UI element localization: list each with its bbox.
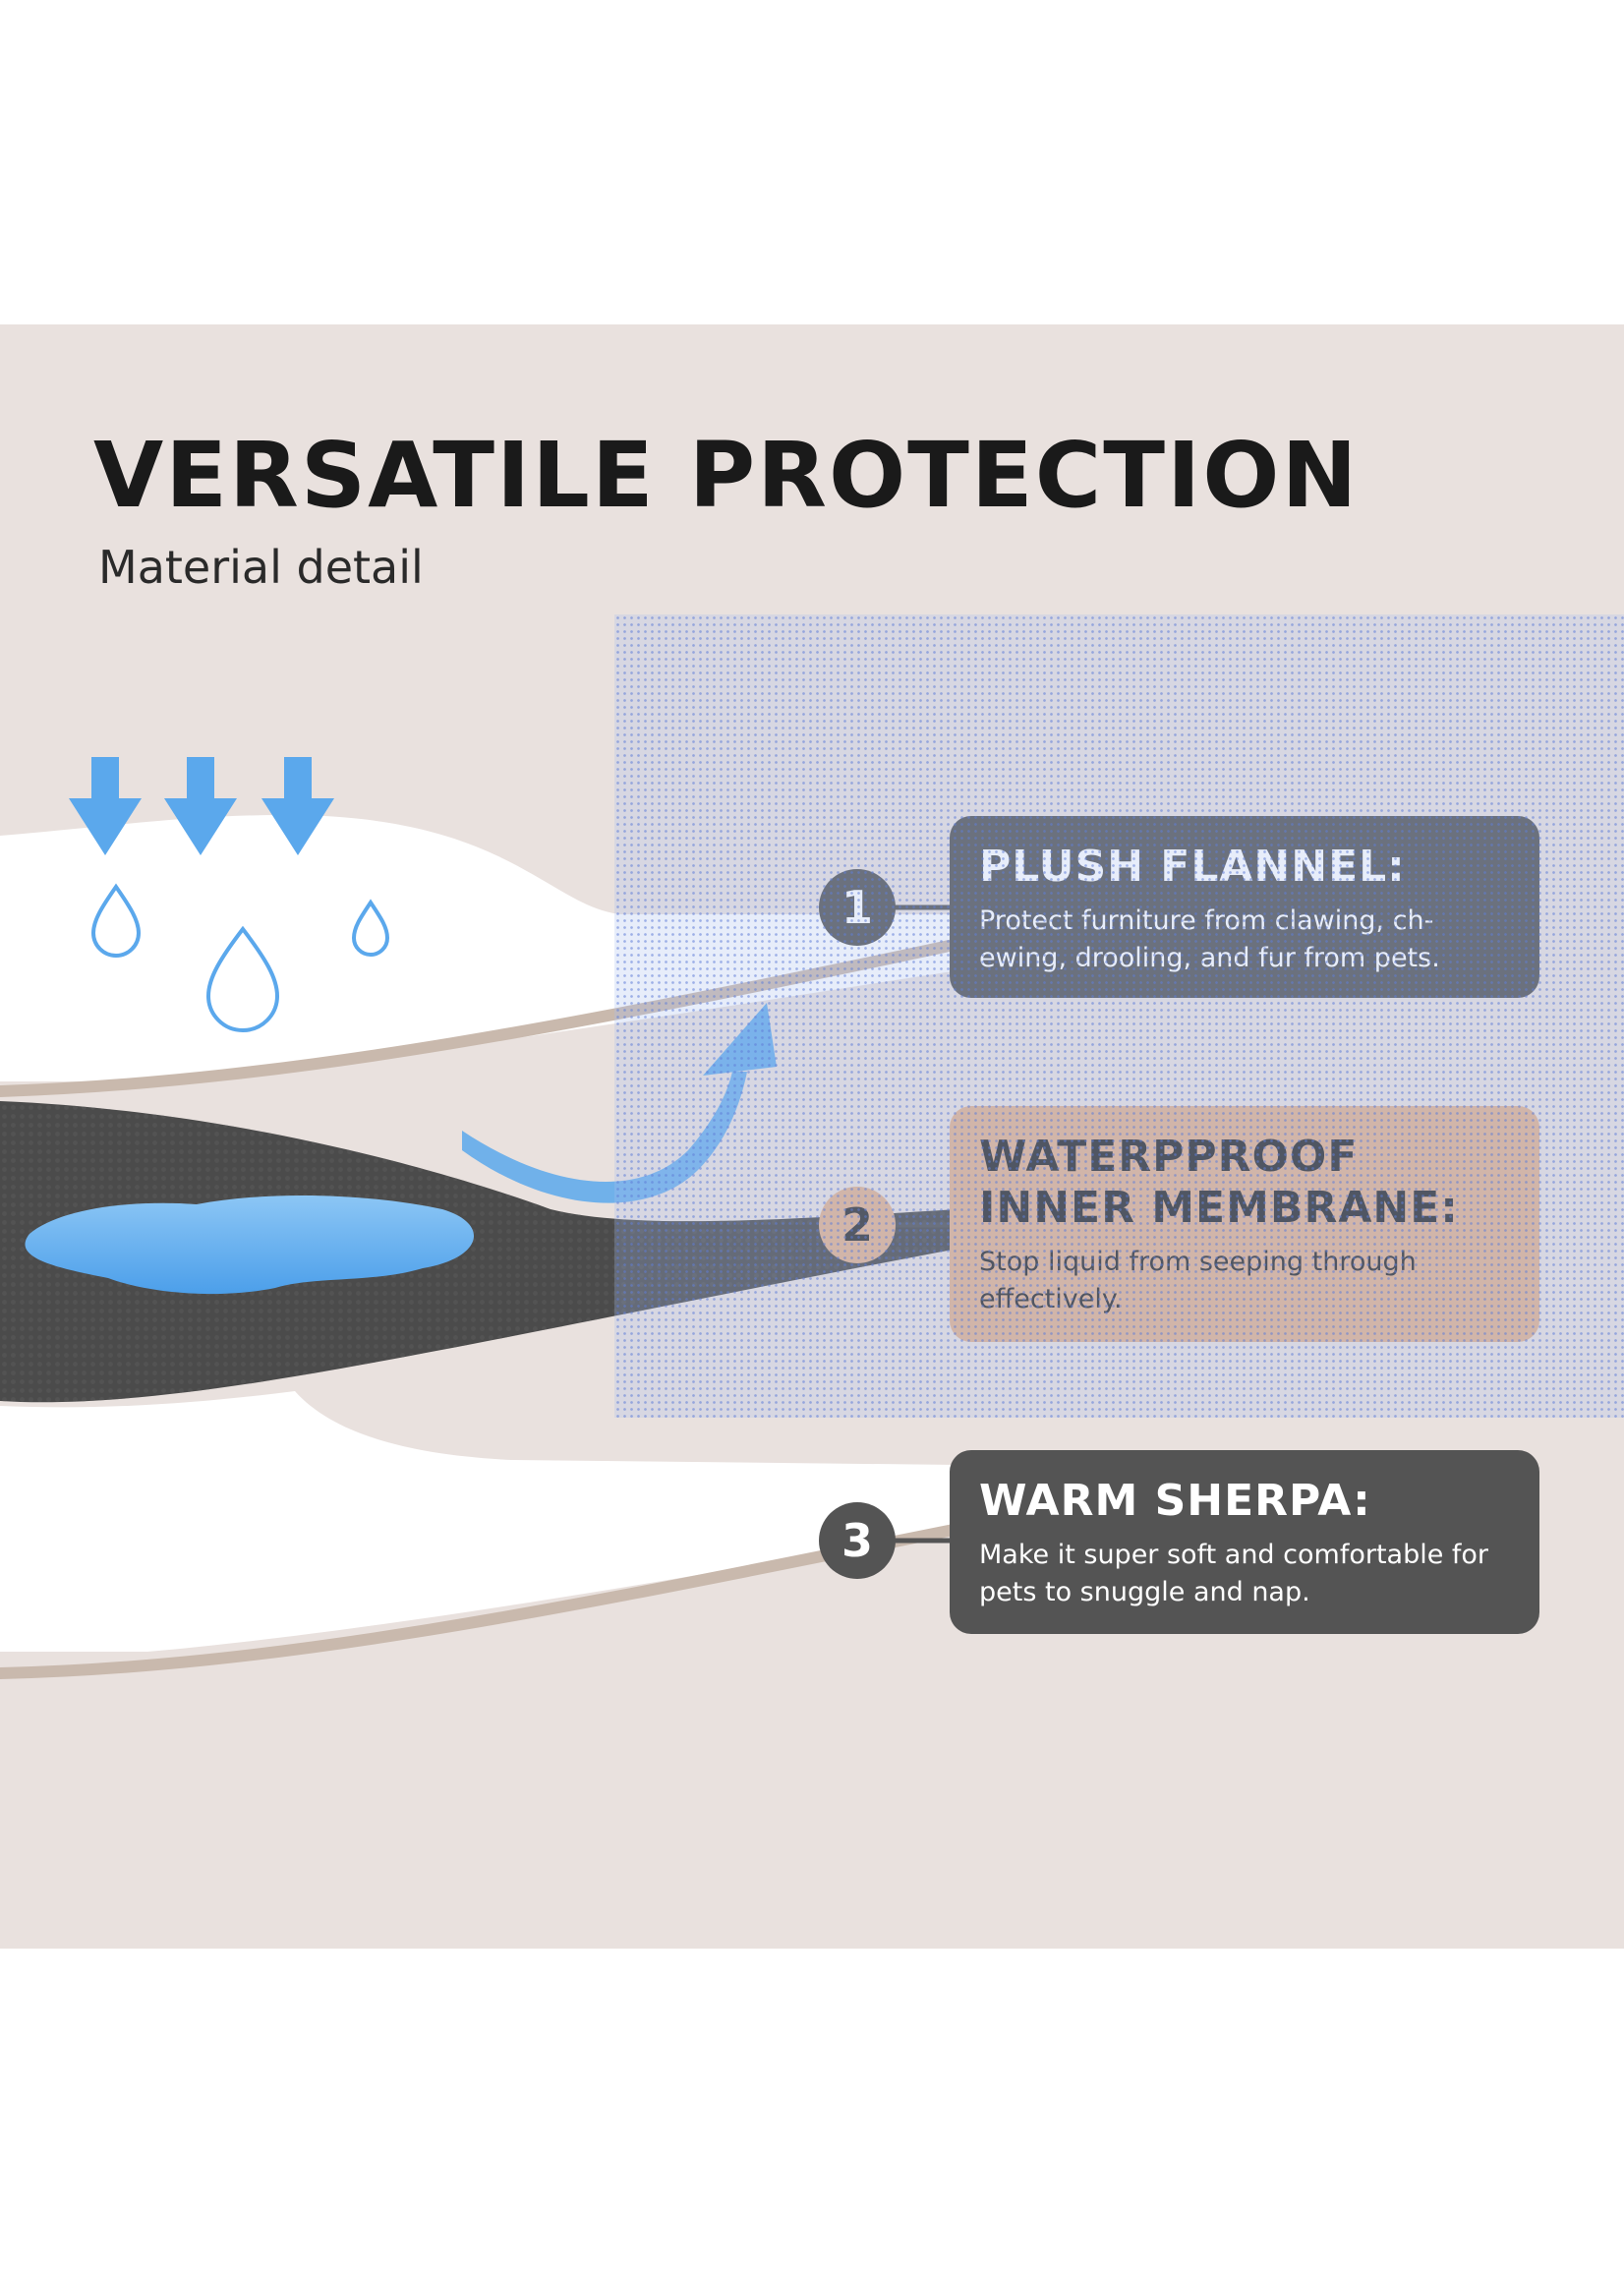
flannel-layer — [0, 815, 1003, 1081]
callout-title: WATERPPROOF INNER MEMBRANE: — [979, 1132, 1459, 1233]
page-title: VERSATILE PROTECTION — [93, 423, 1360, 528]
callout-description: Protect furniture from clawing, ch-ewing… — [979, 905, 1440, 973]
callout-description: Make it super soft and comfortable for p… — [979, 1540, 1489, 1607]
layer-number-badge: 2 — [819, 1187, 896, 1263]
curved-arrow-icon — [462, 1072, 747, 1203]
callout-plush-flannel: PLUSH FLANNEL: Protect furniture from cl… — [950, 816, 1539, 998]
water-puddle — [25, 1195, 475, 1295]
callout-waterproof-membrane: WATERPPROOF INNER MEMBRANE: Stop liquid … — [950, 1106, 1539, 1342]
water-drop-icon — [351, 899, 390, 957]
callout-warm-sherpa: WARM SHERPA: Make it super soft and comf… — [950, 1450, 1539, 1634]
water-drop-icon — [205, 925, 280, 1032]
sherpa-layer — [0, 1391, 958, 1652]
layer-number-badge: 3 — [819, 1502, 896, 1579]
water-drop-icon — [90, 883, 142, 958]
arrow-down-icon — [261, 757, 334, 855]
sherpa-seam — [0, 1523, 964, 1679]
page-subtitle: Material detail — [98, 541, 424, 594]
callout-title: PLUSH FLANNEL: — [979, 842, 1406, 892]
arrow-down-icon — [164, 757, 237, 855]
layer-number-badge: 1 — [819, 869, 896, 946]
callout-description: Stop liquid from seeping through effecti… — [979, 1247, 1417, 1314]
infographic-panel: VERSATILE PROTECTION Material detail 1 P… — [0, 324, 1624, 1949]
arrow-down-icon — [69, 757, 142, 855]
callout-title: WARM SHERPA: — [979, 1476, 1371, 1526]
